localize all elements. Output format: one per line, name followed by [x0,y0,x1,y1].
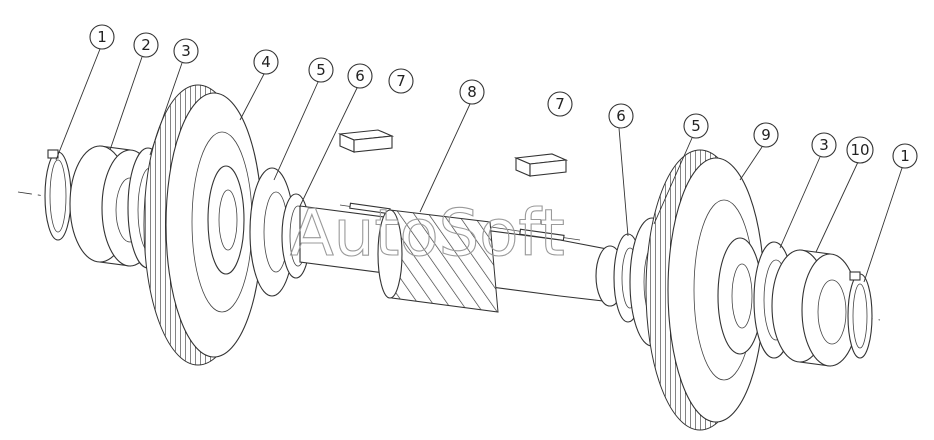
callout-10: 10 [846,136,874,164]
key-left [337,129,395,153]
callout-5a: 5 [308,57,334,83]
callout-7b: 7 [547,91,573,117]
svg-text:5: 5 [691,117,701,135]
large-gear-left [143,84,263,366]
svg-text:6: 6 [355,67,365,85]
callout-1a: 1 [89,24,115,50]
svg-text:2: 2 [141,36,151,54]
svg-text:6: 6 [616,107,626,125]
svg-text:1: 1 [900,147,910,165]
watermark: AutoSoft [290,197,565,271]
callout-1b: 1 [892,143,918,169]
svg-text:5: 5 [316,61,326,79]
svg-text:3: 3 [819,136,829,154]
callout-3b: 3 [811,132,837,158]
helical-pinion [377,209,499,313]
svg-text:10: 10 [850,141,869,159]
svg-text:4: 4 [261,53,271,71]
leader-lines [55,48,903,283]
svg-text:3: 3 [181,42,191,60]
bearing-right [771,249,859,367]
callout-9: 9 [753,122,779,148]
callout-4: 4 [253,49,279,75]
callout-8: 8 [459,79,485,105]
svg-text:7: 7 [396,72,406,90]
callout-6b: 6 [608,103,634,129]
callout-5b: 5 [683,113,709,139]
svg-text:9: 9 [761,126,771,144]
large-gear-right [645,149,765,431]
svg-text:1: 1 [97,28,107,46]
callout-2: 2 [133,32,159,58]
snap-ring-right [847,271,873,359]
snap-ring-left [44,149,72,241]
key-right [513,153,569,177]
svg-text:8: 8 [467,83,477,101]
callout-3a: 3 [173,38,199,64]
callout-7a: 7 [388,68,414,94]
svg-text:7: 7 [555,95,565,113]
callout-6a: 6 [347,63,373,89]
